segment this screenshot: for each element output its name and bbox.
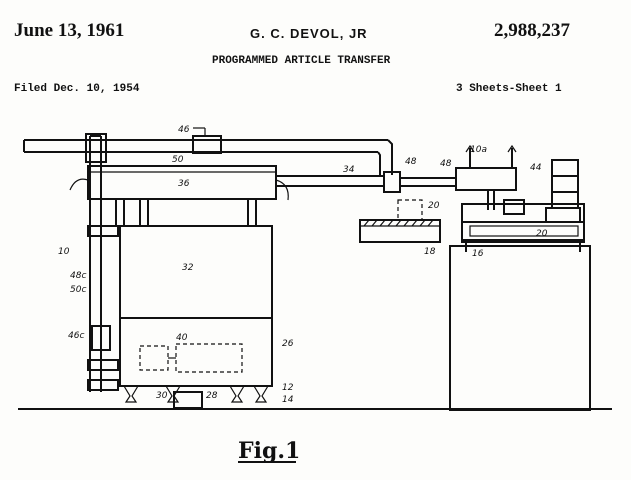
- reference-numerals: 46 50 36 34 48 48 10a 44 20 20 18 16 10 …: [58, 125, 548, 405]
- ref-28: 28: [206, 391, 218, 401]
- patent-title: PROGRAMMED ARTICLE TRANSFER: [212, 55, 391, 67]
- ref-12: 12: [282, 383, 294, 393]
- ref-46-top: 46: [178, 125, 190, 135]
- ref-48a: 48: [405, 157, 417, 167]
- rotation-arrow-right: [275, 179, 289, 201]
- sheet-count: 3 Sheets-Sheet 1: [456, 83, 562, 95]
- base-feet: [123, 385, 269, 409]
- gripper-head-10a: [455, 144, 517, 210]
- vertical-mast: [85, 133, 119, 392]
- conveyor-18: [359, 199, 441, 243]
- article-stack: [503, 159, 581, 223]
- patent-date: June 13, 1961: [14, 20, 125, 41]
- ref-20a: 20: [428, 201, 440, 211]
- rotation-arrow-left: [69, 178, 89, 191]
- ref-40: 40: [176, 333, 188, 343]
- ref-18: 18: [424, 247, 436, 257]
- ref-36: 36: [178, 179, 190, 189]
- ref-20b: 20: [536, 229, 548, 239]
- filing-date: Filed Dec. 10, 1954: [14, 83, 140, 95]
- figure-label: Fig.1: [238, 438, 300, 464]
- ref-48b: 48: [440, 159, 452, 169]
- ref-50-top: 50: [172, 155, 184, 165]
- head-unit-36: [87, 165, 277, 200]
- ref-48c: 48c: [70, 271, 86, 281]
- ref-44: 44: [530, 163, 542, 173]
- ref-26: 26: [282, 339, 294, 349]
- ref-50c: 50c: [70, 285, 86, 295]
- patent-number: 2,988,237: [494, 20, 570, 41]
- ref-34: 34: [343, 165, 355, 175]
- right-station-16: [449, 203, 591, 411]
- ref-30: 30: [156, 391, 168, 401]
- arm-extension: [276, 171, 456, 193]
- ref-32: 32: [182, 263, 194, 273]
- ref-14: 14: [282, 395, 294, 405]
- sensor-box-46: [192, 135, 222, 154]
- ref-16: 16: [472, 249, 484, 259]
- ref-46c: 46c: [68, 331, 84, 341]
- horizontal-boom: [23, 139, 393, 175]
- inventor-name: G. C. DEVOL, JR: [250, 26, 368, 41]
- ref-10a: 10a: [470, 145, 487, 155]
- ref-10: 10: [58, 247, 70, 257]
- cabinet-32: [119, 225, 273, 387]
